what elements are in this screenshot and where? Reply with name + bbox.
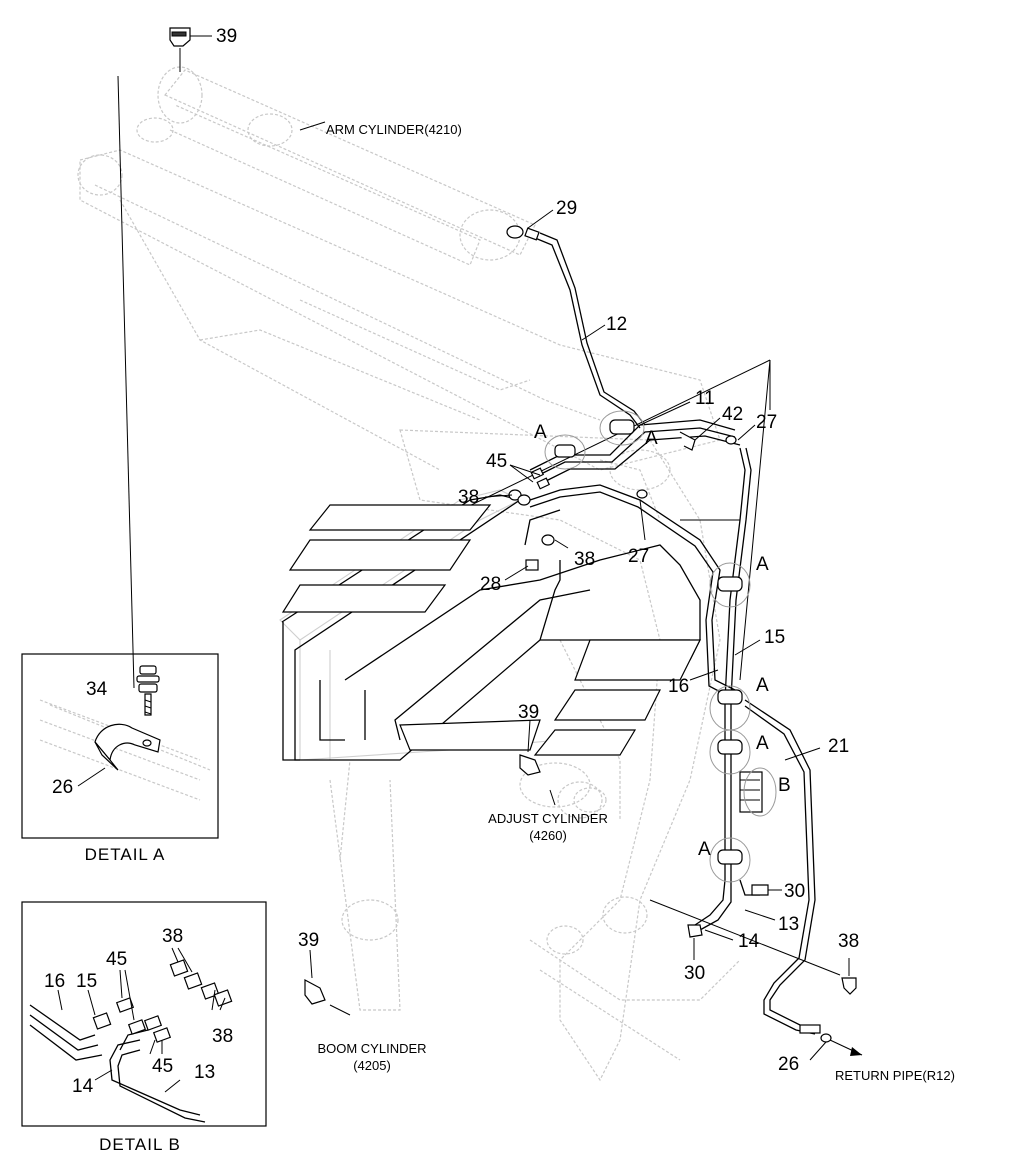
marker-a-6: A — [698, 839, 711, 860]
detail-callout-ellipses — [544, 410, 777, 883]
callout-29: 29 — [556, 198, 577, 219]
detail-b-callout-14: 14 — [72, 1076, 94, 1097]
callout-30-right: 30 — [784, 881, 805, 902]
detail-b-callout-38-right: 38 — [212, 1026, 233, 1047]
detail-b-callout-45-bottom: 45 — [152, 1056, 173, 1077]
adjust-cylinder-code: (4260) — [529, 828, 567, 843]
callout-14: 14 — [738, 931, 760, 952]
boom-cylinder-code: (4205) — [353, 1058, 391, 1073]
marker-a-2: A — [645, 428, 658, 449]
callout-11: 11 — [695, 388, 715, 409]
detail-b-title: DETAIL B — [99, 1135, 181, 1154]
detail-a-title: DETAIL A — [85, 845, 166, 864]
marker-a-1: A — [534, 422, 547, 443]
callout-21: 21 — [828, 736, 849, 757]
pipe-clamps — [554, 419, 763, 865]
marker-a-5: A — [756, 733, 769, 754]
marker-a-3: A — [756, 554, 769, 575]
callout-15: 15 — [764, 627, 785, 648]
callout-26: 26 — [778, 1054, 799, 1075]
callout-30-bottom: 30 — [684, 963, 705, 984]
callout-27-top: 27 — [756, 412, 777, 433]
callout-12: 12 — [606, 314, 627, 335]
detail-b-callout-16: 16 — [44, 971, 65, 992]
detail-a-callout-34: 34 — [86, 679, 108, 700]
callout-38-mid: 38 — [574, 549, 595, 570]
marker-b-1: B — [778, 775, 791, 796]
callout-13: 13 — [778, 914, 799, 935]
detail-a-callout-26: 26 — [52, 777, 73, 798]
return-pipe-caption: RETURN PIPE(R12) — [835, 1068, 955, 1083]
callout-39-adjust: 39 — [518, 702, 539, 723]
callout-16: 16 — [668, 676, 689, 697]
detail-b-callout-45-top: 45 — [106, 949, 127, 970]
structure-panels — [281, 504, 701, 756]
adjust-cylinder-caption: ADJUST CYLINDER — [488, 811, 608, 826]
marker-a-4: A — [756, 675, 769, 696]
detail-b-callout-15: 15 — [76, 971, 97, 992]
callout-39-boom: 39 — [298, 930, 319, 951]
boom-cylinder-caption: BOOM CYLINDER — [317, 1041, 426, 1056]
leader-lines — [179, 35, 850, 1061]
return-arrow — [829, 1039, 863, 1056]
callout-27-mid: 27 — [628, 546, 649, 567]
callout-42: 42 — [722, 404, 743, 425]
detail-a-box — [21, 75, 219, 839]
callout-28: 28 — [480, 574, 501, 595]
callout-45: 45 — [486, 451, 507, 472]
detail-b-callout-38-top: 38 — [162, 926, 183, 947]
callout-39-top: 39 — [216, 26, 237, 47]
arm-cylinder-caption: ARM CYLINDER(4210) — [326, 122, 462, 137]
fittings — [169, 27, 857, 1043]
callout-38-right: 38 — [838, 931, 859, 952]
detail-b-box — [21, 901, 267, 1127]
detail-b-callout-13: 13 — [194, 1062, 215, 1083]
callout-38: 38 — [458, 487, 479, 508]
